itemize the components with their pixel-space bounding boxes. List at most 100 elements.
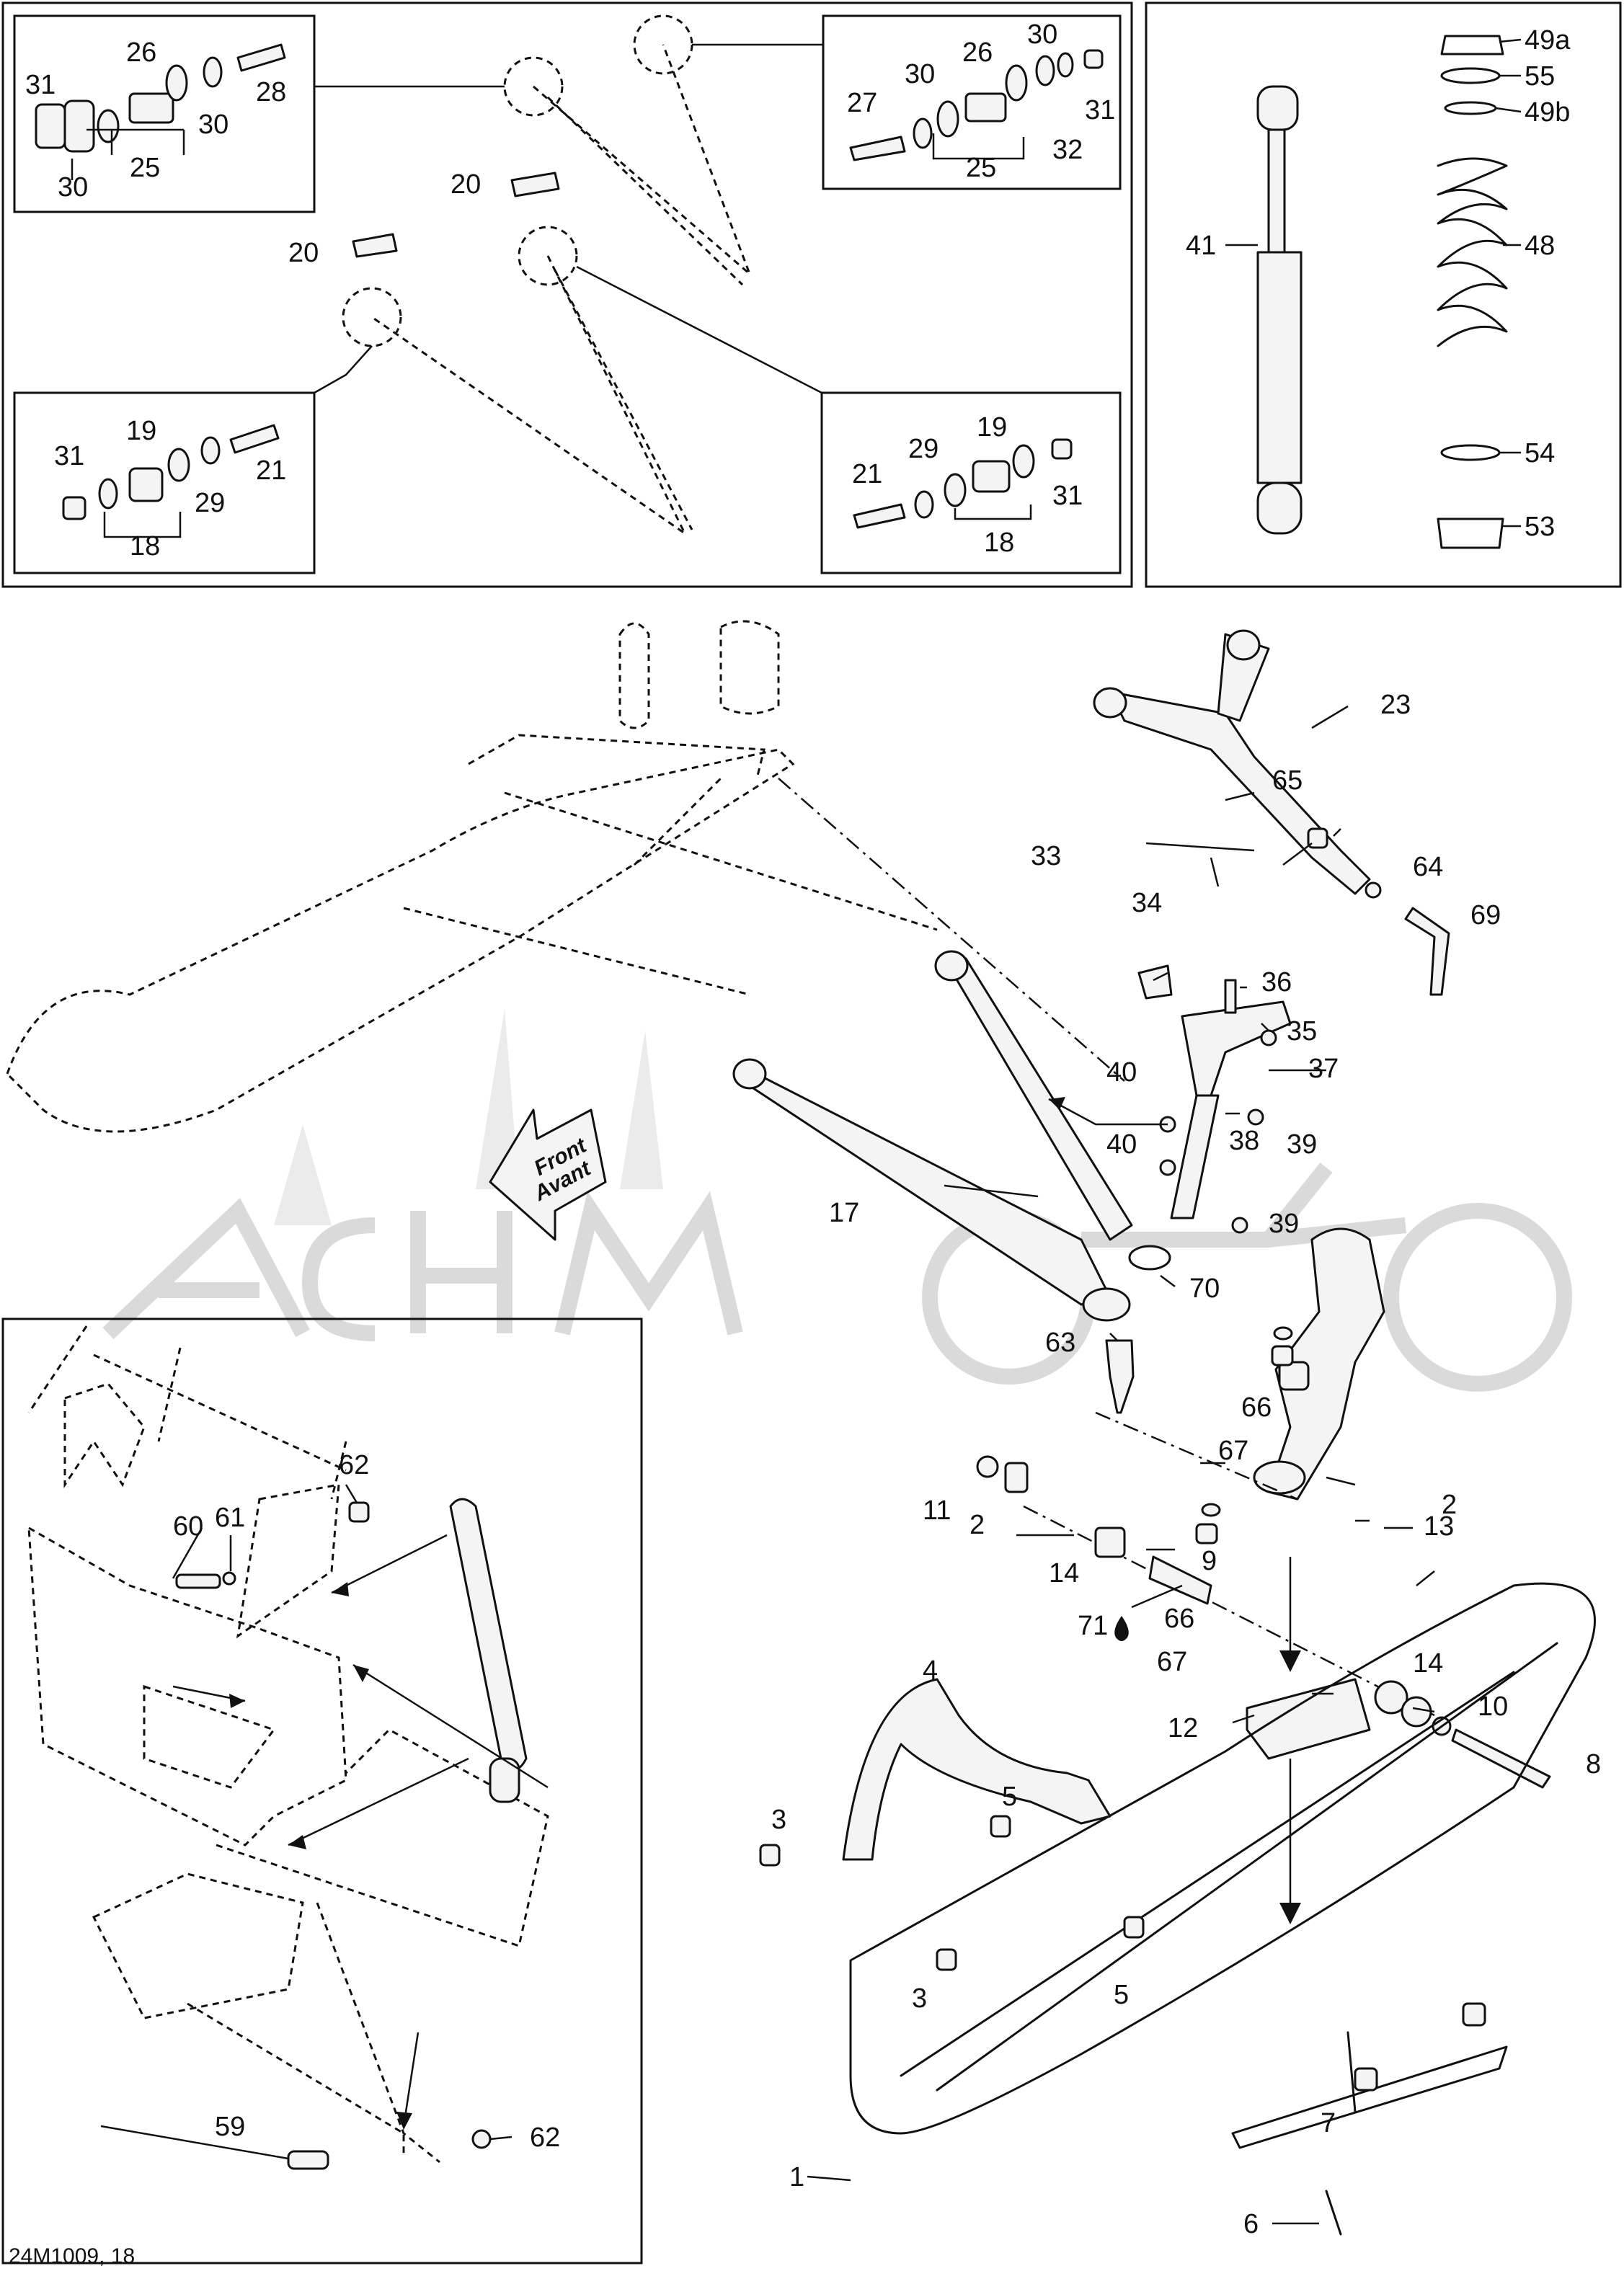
callout-55: 55 xyxy=(1525,61,1555,92)
callout-2b: 2 xyxy=(1442,1490,1457,1520)
bracket-assembly-drawing xyxy=(27,1325,549,2170)
callout-63: 63 xyxy=(1045,1328,1075,1358)
callout-39-upper: 39 xyxy=(1287,1129,1317,1160)
lower-a-arm xyxy=(732,950,1171,1414)
ski-spindle xyxy=(976,1227,1551,1789)
diagram-reference-code: 24M1009, 18 xyxy=(9,2244,135,2268)
callout-29-left: 29 xyxy=(195,488,225,518)
shock-absorber xyxy=(1256,85,1303,535)
callout-5b: 5 xyxy=(1114,1980,1129,2010)
inset-bracket-assembly xyxy=(1,1317,643,2265)
callout-69: 69 xyxy=(1470,900,1501,930)
callout-70: 70 xyxy=(1189,1274,1220,1304)
callout-3: 3 xyxy=(771,1805,786,1835)
leader-71 xyxy=(1131,1584,1183,1609)
callout-31-c: 31 xyxy=(54,441,84,471)
callout-37: 37 xyxy=(1308,1054,1339,1084)
callout-14: 14 xyxy=(1049,1558,1079,1588)
callout-7: 7 xyxy=(1321,2108,1336,2138)
hardware-stack-lower-left xyxy=(62,424,280,520)
callout-53: 53 xyxy=(1525,512,1555,542)
callout-49a: 49a xyxy=(1525,25,1571,55)
callout-62-lower: 62 xyxy=(530,2123,560,2153)
callout-21-left: 21 xyxy=(256,455,286,486)
callout-labels: 1 2 2 3 3 4 5 5 6 7 8 9 10 11 12 13 14 1… xyxy=(25,19,1601,2239)
callout-60: 60 xyxy=(173,1511,203,1542)
a-arm-top-inset xyxy=(314,14,823,537)
callout-48: 48 xyxy=(1525,231,1555,261)
callout-25-left: 25 xyxy=(130,153,160,183)
callout-28: 28 xyxy=(256,77,286,107)
callout-38: 38 xyxy=(1229,1126,1259,1156)
hardware-stack-lower-right xyxy=(853,438,1073,529)
upper-a-arm xyxy=(1093,629,1450,996)
callout-leaders xyxy=(71,38,1522,2225)
chassis-frame xyxy=(6,620,1125,1133)
callout-30-d: 30 xyxy=(1027,19,1057,50)
callout-54: 54 xyxy=(1525,438,1555,468)
callout-6: 6 xyxy=(1243,2209,1259,2239)
callout-2: 2 xyxy=(969,1510,985,1540)
callout-59: 59 xyxy=(215,2112,245,2142)
grease-drop-icon xyxy=(1114,1616,1129,1641)
callout-26-right: 26 xyxy=(962,37,993,68)
callout-8: 8 xyxy=(1586,1749,1601,1779)
bracket-washers-20 xyxy=(352,172,560,258)
callout-20-upper: 20 xyxy=(451,169,481,200)
callout-67-lower: 67 xyxy=(1157,1647,1187,1677)
coil-spring xyxy=(1437,35,1508,549)
callout-49b: 49b xyxy=(1525,97,1570,128)
callout-66-lower: 66 xyxy=(1164,1604,1194,1634)
callout-26-left: 26 xyxy=(126,37,156,68)
callout-39-lower: 39 xyxy=(1269,1209,1299,1239)
front-direction-arrow: Front Avant xyxy=(489,1108,607,1241)
callout-27: 27 xyxy=(847,88,877,118)
callout-18-right: 18 xyxy=(984,528,1014,558)
callout-25-right: 25 xyxy=(966,153,996,183)
hardware-stack-upper-right xyxy=(849,49,1104,161)
callout-23: 23 xyxy=(1380,690,1411,720)
callout-40-upper: 40 xyxy=(1106,1057,1137,1088)
callout-65: 65 xyxy=(1272,765,1303,796)
callout-71: 71 xyxy=(1078,1611,1108,1641)
callout-64: 64 xyxy=(1413,852,1443,882)
callout-30-c: 30 xyxy=(905,59,935,89)
callout-36: 36 xyxy=(1261,967,1292,997)
callout-17: 17 xyxy=(829,1198,859,1228)
callout-35: 35 xyxy=(1287,1016,1317,1046)
callout-11: 11 xyxy=(923,1496,951,1526)
callout-5: 5 xyxy=(1002,1782,1017,1812)
callout-4: 4 xyxy=(923,1656,938,1686)
callout-29-right: 29 xyxy=(908,434,939,464)
inset-shock-spring xyxy=(1145,1,1622,588)
callout-34: 34 xyxy=(1132,888,1162,918)
callout-31-a: 31 xyxy=(25,70,56,100)
inset-upper-arm-hardware xyxy=(1,1,1133,588)
ski-assembly xyxy=(759,1557,1596,2236)
callout-12: 12 xyxy=(1168,1713,1198,1743)
callout-20-lower: 20 xyxy=(288,238,319,268)
callout-66-upper: 66 xyxy=(1241,1392,1272,1423)
callout-14b: 14 xyxy=(1413,1648,1443,1679)
callout-31-d: 31 xyxy=(1052,481,1083,511)
callout-30-a: 30 xyxy=(58,172,88,203)
callout-1: 1 xyxy=(789,2162,804,2192)
callout-18-left: 18 xyxy=(130,531,160,561)
callout-62-upper: 62 xyxy=(339,1450,369,1480)
callout-61: 61 xyxy=(215,1503,245,1533)
callout-33: 33 xyxy=(1031,841,1061,871)
hardware-stack-upper-left xyxy=(35,43,286,153)
callout-40-lower: 40 xyxy=(1106,1129,1137,1160)
callout-32: 32 xyxy=(1052,135,1083,165)
callout-21-right: 21 xyxy=(852,459,882,489)
callout-13: 13 xyxy=(1424,1511,1454,1542)
callout-41: 41 xyxy=(1186,231,1216,261)
callout-9: 9 xyxy=(1202,1546,1217,1576)
callout-31-b: 31 xyxy=(1085,95,1115,125)
callout-19-left: 19 xyxy=(126,416,156,446)
callout-67-upper: 67 xyxy=(1218,1436,1248,1466)
callout-3b: 3 xyxy=(912,1983,927,2014)
callout-10: 10 xyxy=(1478,1692,1508,1722)
callout-30-b: 30 xyxy=(198,110,228,140)
